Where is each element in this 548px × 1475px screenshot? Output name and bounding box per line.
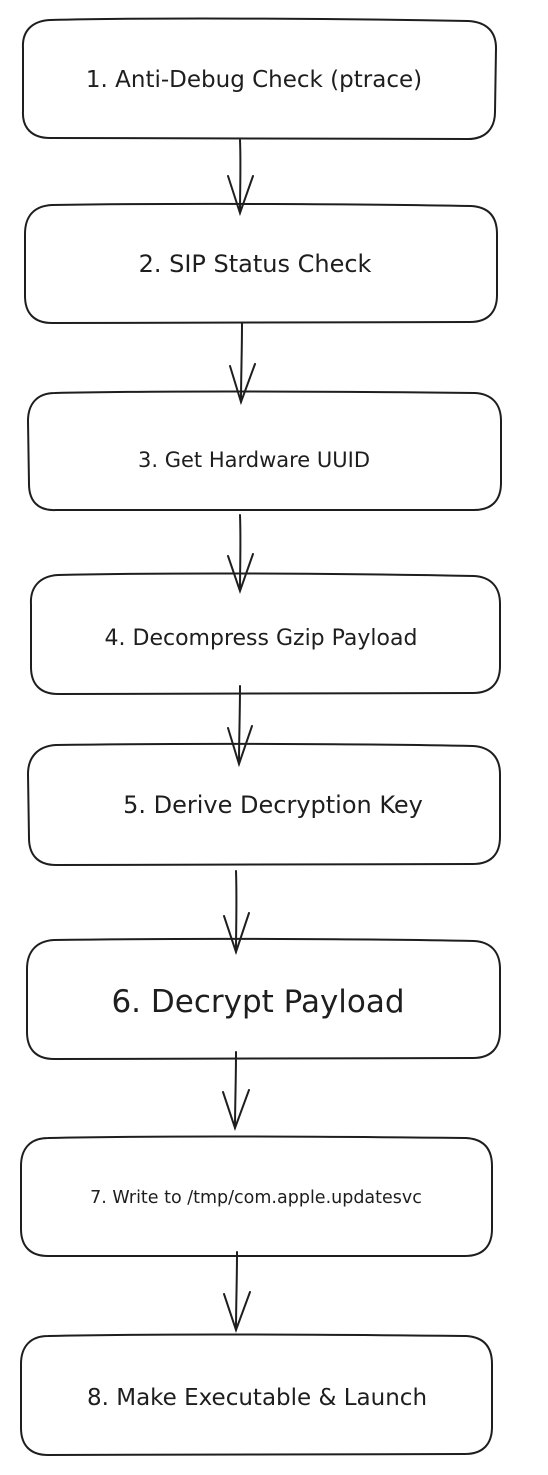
connector-3-4 xyxy=(227,514,254,595)
step-label: 7. Write to /tmp/com.apple.updatesvc xyxy=(90,1188,422,1208)
step-box xyxy=(29,572,501,696)
connector-line xyxy=(240,322,243,403)
step-box xyxy=(21,17,498,141)
step-label: 3. Get Hardware UUID xyxy=(138,448,370,472)
step-box xyxy=(24,202,498,325)
connector-line xyxy=(238,685,241,765)
arrow-head xyxy=(227,725,253,768)
step-6: 6. Decrypt Payload xyxy=(26,937,501,1061)
step-box xyxy=(26,390,502,512)
step-1: 1. Anti-Debug Check (ptrace) xyxy=(21,17,498,141)
step-box xyxy=(20,1135,493,1257)
step-box xyxy=(20,1333,493,1457)
step-box xyxy=(26,742,501,867)
step-label: 1. Anti-Debug Check (ptrace) xyxy=(86,67,422,93)
step-label: 2. SIP Status Check xyxy=(139,250,372,278)
step-label: 6. Decrypt Payload xyxy=(111,984,404,1020)
step-label: 4. Decompress Gzip Payload xyxy=(105,626,418,651)
arrow-head xyxy=(222,1089,250,1132)
connector-7-8 xyxy=(223,1251,251,1334)
step-2: 2. SIP Status Check xyxy=(24,202,498,325)
connector-4-5 xyxy=(227,685,253,768)
step-3: 3. Get Hardware UUID xyxy=(26,390,502,512)
connector-2-3 xyxy=(229,322,256,406)
connector-line xyxy=(235,1251,238,1331)
connector-6-7 xyxy=(222,1051,250,1132)
step-4: 4. Decompress Gzip Payload xyxy=(29,572,501,696)
step-label: 5. Derive Decryption Key xyxy=(123,791,423,819)
step-5: 5. Derive Decryption Key xyxy=(26,742,501,867)
step-box xyxy=(26,937,501,1061)
arrow-head xyxy=(223,1291,251,1334)
step-label: 8. Make Executable & Launch xyxy=(87,1385,427,1411)
step-7: 7. Write to /tmp/com.apple.updatesvc xyxy=(20,1135,493,1257)
arrow-head xyxy=(227,175,254,217)
connector-line xyxy=(234,1051,237,1129)
step-8: 8. Make Executable & Launch xyxy=(20,1333,493,1457)
arrow-head xyxy=(229,363,256,406)
connector-5-6 xyxy=(223,870,250,956)
arrow-head xyxy=(223,912,250,956)
connector-1-2 xyxy=(227,139,254,217)
arrow-head xyxy=(227,553,254,595)
